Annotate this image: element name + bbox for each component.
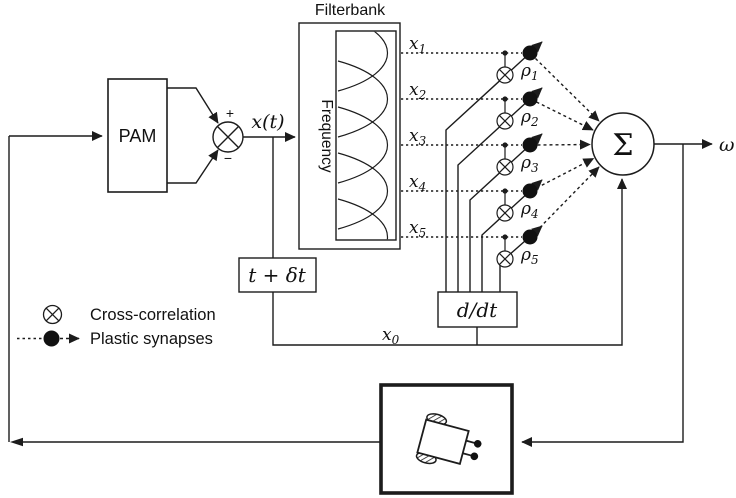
signal-label-x5: x5 <box>409 218 426 240</box>
robot-sensor-dot <box>470 452 479 461</box>
legend-synapse-icon <box>43 330 60 347</box>
legend-cross-correlation-label: Cross-correlation <box>90 306 216 324</box>
robot-body <box>416 418 470 465</box>
weight-label-rho1: ρ1 <box>520 61 539 83</box>
tap-dot-icon <box>502 96 508 102</box>
synapse-to-sum-arrow <box>534 166 600 233</box>
robot-whisker <box>462 452 472 457</box>
omega-label: ω <box>719 134 735 156</box>
channel-5 <box>401 166 600 292</box>
tap-dot-icon <box>502 50 508 56</box>
robot-icon <box>415 413 482 465</box>
legend <box>17 304 80 347</box>
signal-label-x1: x1 <box>409 34 426 56</box>
channel-3 <box>401 133 591 292</box>
signal-label-x4: x4 <box>409 172 426 194</box>
channel-4 <box>401 157 595 292</box>
summing-minus-sign: − <box>224 150 232 166</box>
synapse-to-sum-arrow <box>536 101 594 131</box>
correlator-path-3 <box>469 133 543 292</box>
synapse-icon <box>522 91 538 107</box>
delay-block <box>238 257 317 293</box>
synapse-icon <box>522 229 538 245</box>
x0-line-arrow <box>272 178 628 346</box>
pam-out-plus-arrow <box>167 87 219 124</box>
summing-plus-sign: + <box>226 105 234 121</box>
synapse-icon <box>522 45 538 61</box>
weight-label-rho2: ρ2 <box>520 107 539 129</box>
correlator-cross <box>498 114 512 128</box>
sum-label: Σ <box>612 128 633 163</box>
xt-label: x(t) <box>251 111 284 133</box>
legend-cross <box>45 307 60 322</box>
correlator-path-4 <box>481 179 543 292</box>
delay-label: t + δt <box>248 263 307 287</box>
tap-dot-icon <box>502 234 508 240</box>
derivative-label: d/dt <box>457 298 498 322</box>
pam-block <box>107 78 168 193</box>
correlator-cross <box>498 160 512 174</box>
correlator-cross <box>498 206 512 220</box>
filterbank-axis-label: Frequency <box>318 99 335 172</box>
tap-dot-icon <box>502 142 508 148</box>
filterbank-inner-box <box>335 30 397 241</box>
robot-sensor-dot <box>473 439 482 448</box>
derivative-block <box>437 291 518 328</box>
x0-label: x0 <box>382 325 400 347</box>
signal-label-x2: x2 <box>409 80 426 102</box>
filterbank-title: Filterbank <box>315 2 386 19</box>
channel-2 <box>401 87 594 292</box>
synapse-to-sum-arrow <box>537 139 591 150</box>
synapse-to-sum-arrow <box>536 157 595 189</box>
channel-1 <box>401 41 600 292</box>
correlator-path-2 <box>457 87 543 292</box>
correlator-cross <box>498 252 512 266</box>
omega-feedback-arrow <box>521 144 684 448</box>
signal-label-x3: x3 <box>409 126 427 148</box>
synapse-icon <box>522 137 538 153</box>
pam-out-minus-arrow <box>167 149 219 184</box>
synapse-to-sum-arrow <box>535 58 600 122</box>
robot-whisker <box>465 439 476 444</box>
pam-label: PAM <box>119 126 157 146</box>
legend-plastic-synapses-label: Plastic synapses <box>90 330 213 348</box>
feedback-left-arrowhead-icon <box>10 437 23 447</box>
weight-label-rho5: ρ5 <box>520 245 539 267</box>
correlator-cross <box>498 68 512 82</box>
weight-label-rho4: ρ4 <box>520 199 539 221</box>
filter-curves <box>337 31 389 240</box>
tap-dot-icon <box>502 188 508 194</box>
summing-cross-2 <box>216 125 240 149</box>
weight-label-rho3: ρ3 <box>520 153 539 175</box>
synapse-icon <box>522 183 538 199</box>
